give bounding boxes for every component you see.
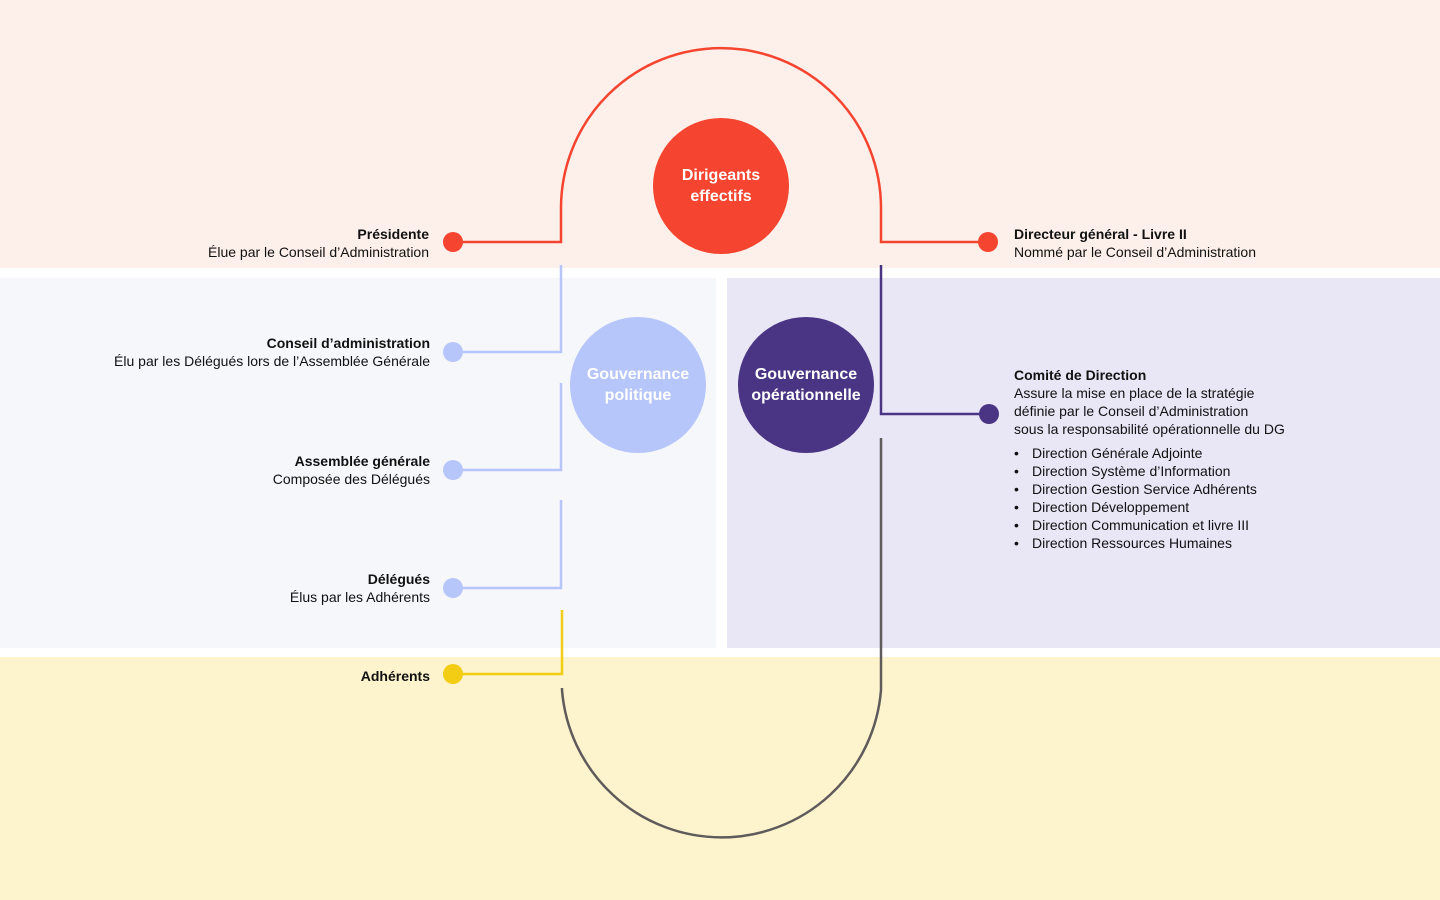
circle-dirigeants-effectifs: Dirigeants effectifs	[653, 118, 789, 254]
delegues-desc: Élus par les Adhérents	[289, 589, 430, 605]
conseil-title: Conseil d’administration	[266, 335, 430, 351]
assemblee-title: Assemblée générale	[294, 453, 430, 469]
direction-list-item: Direction Communication et livre III	[1014, 516, 1414, 534]
blue-connector-assemblee	[453, 383, 563, 472]
blue-connector-conseil	[453, 265, 563, 354]
direction-list-item: Direction Développement	[1014, 498, 1414, 516]
comite-desc-line: sous la responsabilité opérationnelle du…	[1014, 421, 1285, 437]
label-directeur-general: Directeur général - Livre II Nommé par l…	[1014, 225, 1414, 261]
presidente-desc: Élue par le Conseil d’Administration	[208, 244, 429, 260]
presidente-title: Présidente	[357, 226, 429, 242]
dot-directeur	[978, 232, 998, 252]
gray-bottom-arc	[560, 438, 883, 839]
direction-list-item: Direction Système d’Information	[1014, 462, 1414, 480]
dot-delegues	[443, 578, 463, 598]
circle-dirigeants-label: Dirigeants effectifs	[681, 167, 761, 205]
circle-gouvernance-operationnelle: Gouvernance opérationnelle	[738, 317, 874, 453]
comite-title: Comité de Direction	[1014, 367, 1147, 383]
label-delegues: Délégués Élus par les Adhérents	[10, 570, 430, 606]
blue-connector-delegues	[453, 500, 563, 590]
circle-operationnelle-label: Gouvernance opérationnelle	[751, 366, 861, 404]
label-conseil-administration: Conseil d’administration Élu par les Dél…	[10, 334, 430, 370]
label-comite-direction: Comité de Direction Assure la mise en pl…	[1014, 366, 1414, 552]
label-assemblee-generale: Assemblée générale Composée des Délégués	[10, 452, 430, 488]
dot-conseil	[443, 342, 463, 362]
direction-list-item: Direction Gestion Service Adhérents	[1014, 480, 1414, 498]
circle-gouvernance-politique: Gouvernance politique	[570, 317, 706, 453]
directeur-title: Directeur général - Livre II	[1014, 226, 1187, 242]
adherents-title: Adhérents	[360, 668, 430, 684]
label-presidente: Présidente Élue par le Conseil d’Adminis…	[9, 225, 429, 261]
band-adherents	[0, 657, 1440, 900]
conseil-desc: Élu par les Délégués lors de l’Assemblée…	[114, 353, 430, 369]
direction-list-item: Direction Ressources Humaines	[1014, 534, 1414, 552]
circle-politique-label: Gouvernance politique	[586, 366, 690, 404]
purple-connector-comite	[879, 265, 989, 416]
dot-comite	[979, 404, 999, 424]
dot-adherents	[443, 664, 463, 684]
dot-presidente	[443, 232, 463, 252]
comite-desc-line: Assure la mise en place de la stratégie	[1014, 385, 1255, 401]
directeur-desc: Nommé par le Conseil d’Administration	[1014, 244, 1256, 260]
comite-desc-line: définie par le Conseil d’Administration	[1014, 403, 1249, 419]
direction-list: Direction Générale Adjointe Direction Sy…	[1014, 444, 1414, 552]
assemblee-desc: Composée des Délégués	[272, 471, 430, 487]
yellow-connector-adherents	[453, 610, 564, 676]
direction-list-item: Direction Générale Adjointe	[1014, 444, 1414, 462]
red-arch-connector	[453, 46, 988, 244]
dot-assemblee	[443, 460, 463, 480]
label-adherents: Adhérents	[10, 667, 430, 685]
delegues-title: Délégués	[367, 571, 430, 587]
